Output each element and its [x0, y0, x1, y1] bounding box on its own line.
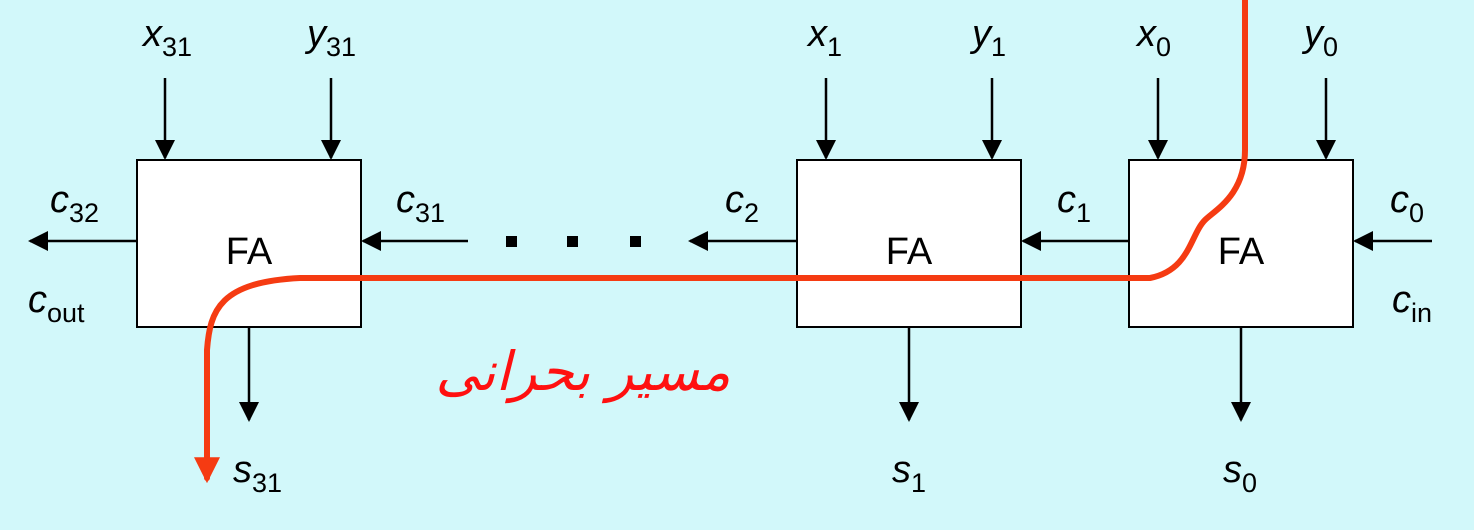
y0-label: y0 [1301, 13, 1338, 62]
c0-label: c0 [1390, 179, 1424, 228]
sum-labels: s31 s1 s0 [233, 449, 1257, 498]
critical-path-label: مسیر بحرانی [435, 340, 730, 404]
input-labels: x31 y31 x1 y1 x0 y0 [141, 13, 1338, 62]
y1-label: y1 [969, 13, 1006, 62]
s0-label: s0 [1223, 449, 1257, 498]
ellipsis-dot [506, 236, 517, 247]
y31-label: y31 [304, 13, 356, 62]
full-adder-0: FA [1128, 159, 1354, 328]
x31-label: x31 [141, 13, 192, 62]
fa0-label: FA [1218, 231, 1265, 273]
carry-labels: c32 cout c31 c2 c1 c0 cin [28, 179, 1432, 328]
x0-label: x0 [1135, 13, 1171, 62]
c32-label: c32 [50, 179, 99, 228]
full-adder-1: FA [796, 159, 1022, 328]
c1-label: c1 [1057, 179, 1091, 228]
cout-label: cout [28, 279, 85, 328]
fa1-label: FA [886, 231, 933, 273]
x1-label: x1 [806, 13, 842, 62]
fa31-label: FA [226, 231, 273, 273]
full-adder-31: FA [136, 159, 362, 328]
fa1-box [796, 159, 1022, 328]
input-wires [155, 78, 1336, 160]
ellipsis [506, 236, 641, 247]
sum-wires [239, 327, 1251, 422]
c2-label: c2 [725, 179, 759, 228]
s1-label: s1 [892, 449, 926, 498]
fa31-box [136, 159, 362, 328]
c31-label: c31 [396, 179, 445, 228]
critical-path-curve [194, 0, 1248, 484]
s31-label: s31 [233, 449, 282, 498]
ellipsis-dot [567, 236, 578, 247]
cin-label: cin [1392, 279, 1432, 328]
fa0-box [1128, 159, 1354, 328]
ellipsis-dot [630, 236, 641, 247]
